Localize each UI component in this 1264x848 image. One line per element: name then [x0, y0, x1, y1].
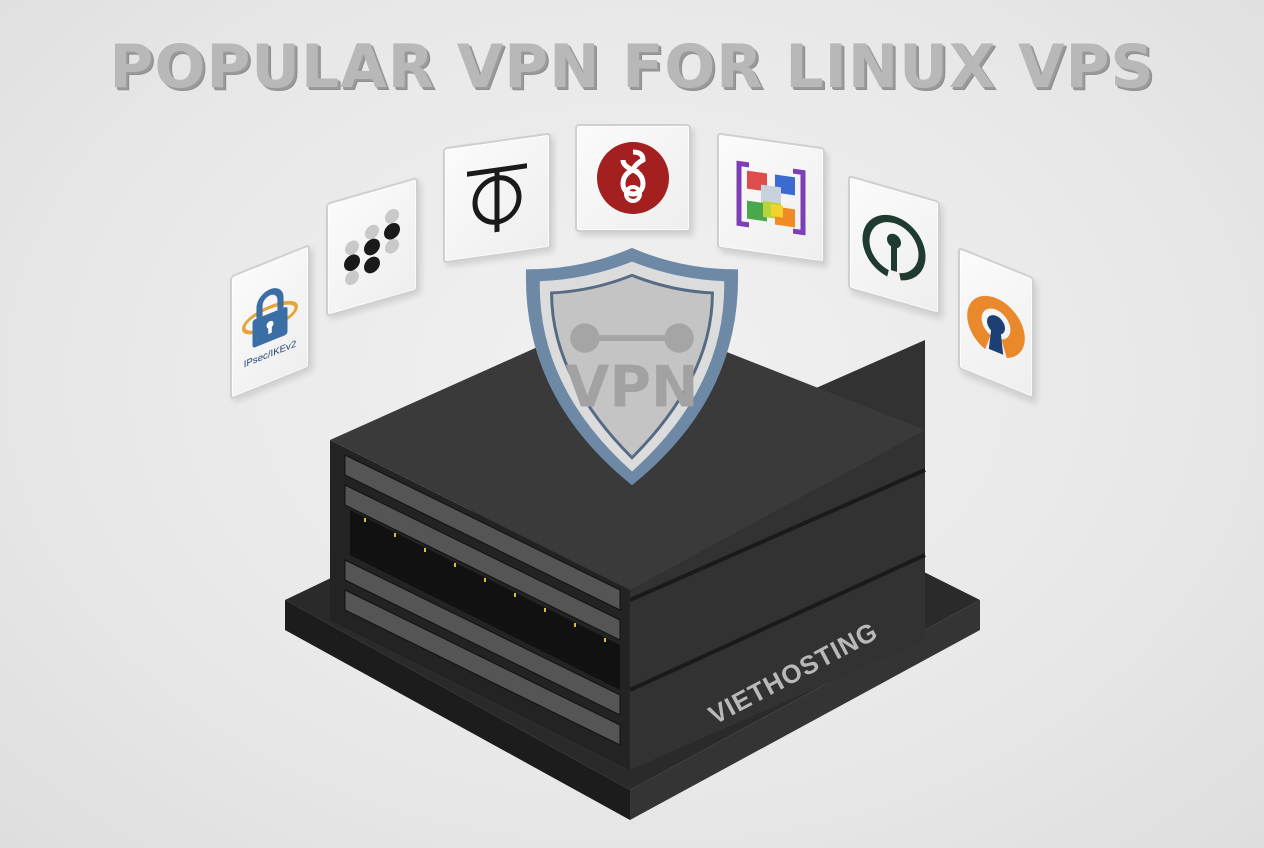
shield-icon: VPN: [525, 247, 739, 486]
vpn-tile-openvpn: [958, 246, 1034, 400]
svg-text:VPN: VPN: [565, 355, 698, 421]
page-title: POPULAR VPN FOR LINUX VPS: [109, 32, 1155, 102]
dragon-icon: [597, 142, 669, 214]
vpn-tile-outline: [443, 132, 551, 264]
vpn-tile-softether: [717, 132, 825, 264]
colored-squares-icon: [736, 160, 806, 236]
vpn-tile-tailscale: [326, 176, 418, 318]
dot-grid-icon: [344, 208, 400, 286]
vpn-tile-openconnect: [848, 174, 940, 316]
keyhole-icon: [967, 295, 1025, 358]
vpn-tile-wireguard: [575, 124, 691, 232]
phi-icon: [467, 163, 527, 233]
vpn-tile-ipsec: IPsec/IKEv2: [230, 243, 310, 401]
power-ring-icon: [862, 214, 926, 281]
